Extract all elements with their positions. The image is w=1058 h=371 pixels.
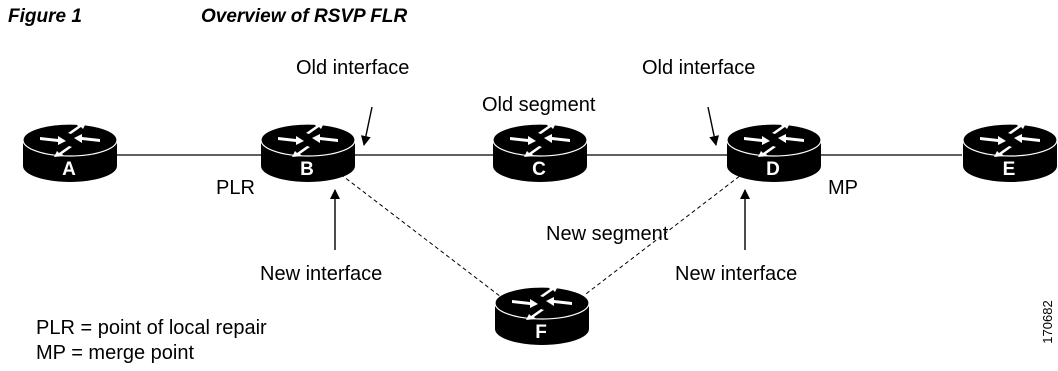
figure-title: Overview of RSVP FLR bbox=[201, 6, 408, 27]
label-old-interface-right: Old interface bbox=[642, 57, 755, 79]
router-a: A bbox=[22, 122, 118, 183]
router-e: E bbox=[962, 122, 1058, 183]
link-d-f-dashed bbox=[577, 171, 746, 301]
router-f-label: F bbox=[535, 322, 547, 343]
arrow-old-interface-right bbox=[707, 106, 720, 146]
router-b: B bbox=[260, 122, 356, 183]
arrow-old-interface-left bbox=[360, 106, 373, 146]
legend-plr-definition: PLR = point of local repair bbox=[36, 317, 267, 339]
label-new-interface-left: New interface bbox=[260, 263, 382, 285]
label-old-segment: Old segment bbox=[482, 94, 596, 116]
label-plr: PLR bbox=[216, 177, 255, 199]
router-c: C bbox=[492, 122, 588, 183]
label-new-interface-right: New interface bbox=[675, 263, 797, 285]
label-new-segment: New segment bbox=[546, 223, 669, 245]
router-d: D bbox=[726, 122, 822, 183]
router-c-label: C bbox=[532, 159, 546, 180]
link-b-f-dashed bbox=[334, 169, 506, 301]
router-d-label: D bbox=[766, 159, 780, 180]
legend-mp-definition: MP = merge point bbox=[36, 342, 194, 364]
label-mp: MP bbox=[828, 177, 858, 199]
router-f: F bbox=[494, 285, 590, 346]
figure-id: 170682 bbox=[1040, 300, 1055, 343]
figure-number: Figure 1 bbox=[8, 6, 82, 27]
router-e-label: E bbox=[1003, 159, 1016, 180]
router-b-label: B bbox=[300, 159, 314, 180]
label-old-interface-left: Old interface bbox=[296, 57, 409, 79]
router-a-label: A bbox=[62, 159, 76, 180]
